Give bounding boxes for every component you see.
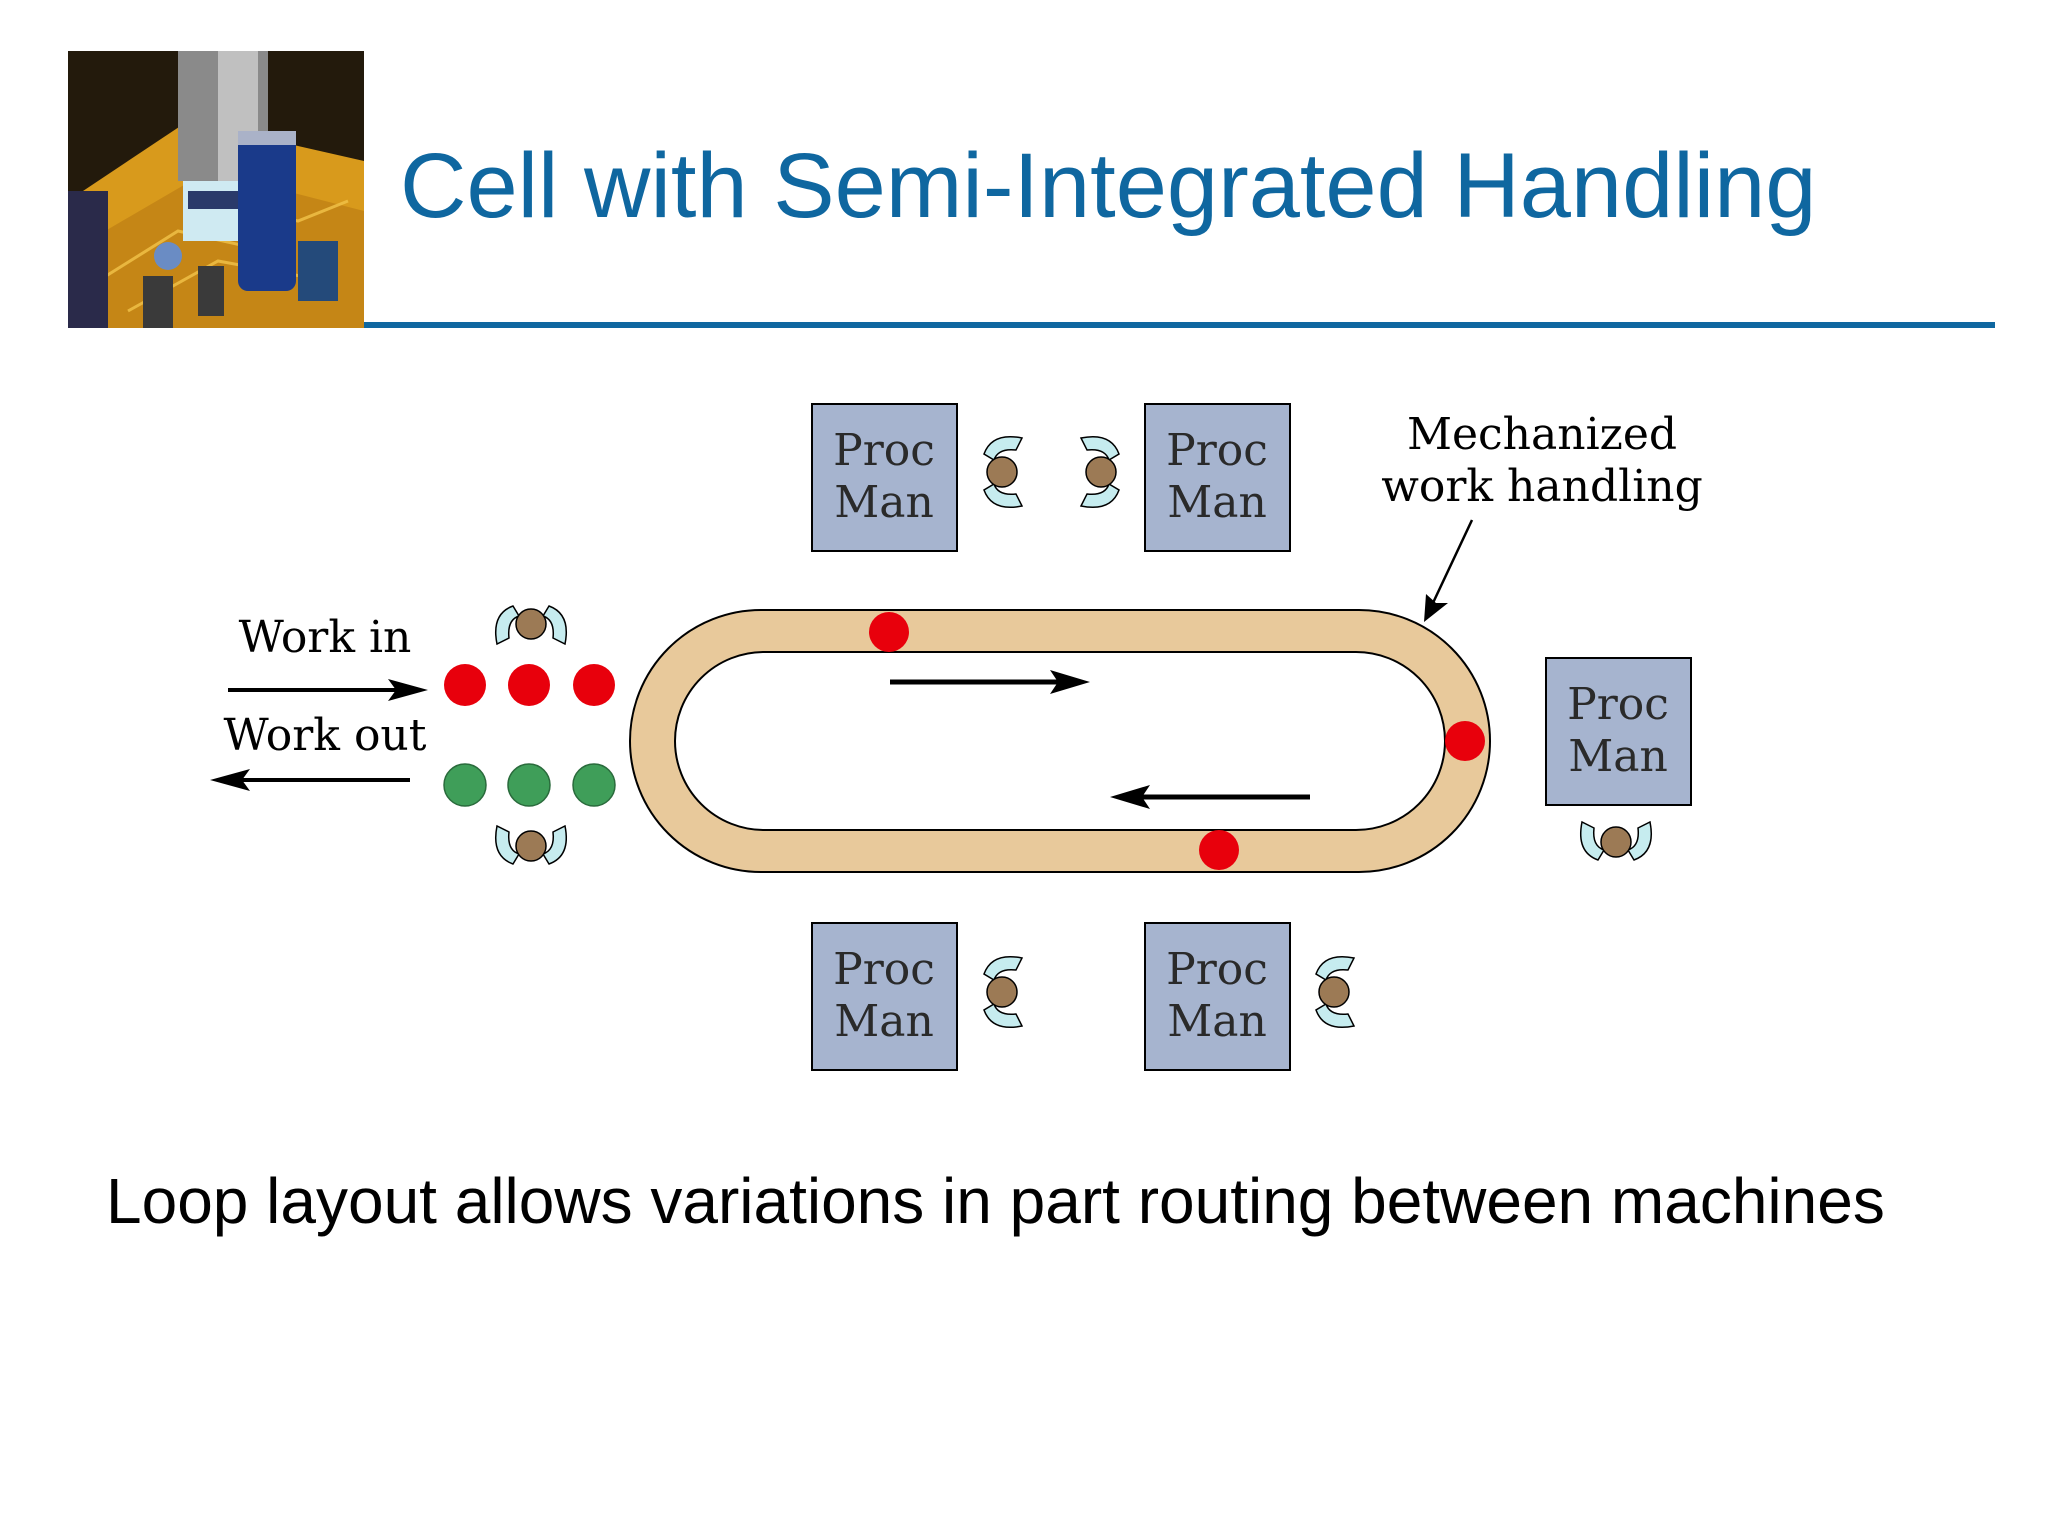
arrow-icon	[210, 769, 410, 791]
circuit-board-image	[68, 51, 364, 328]
machine-top-left: Proc Man	[811, 403, 958, 552]
slide-caption: Loop layout allows variations in part ro…	[106, 1165, 1885, 1237]
machine-label: Proc	[833, 944, 935, 995]
conveyor-loop	[629, 609, 1491, 873]
red-part-dot	[444, 664, 486, 706]
machine-label: Proc	[833, 425, 935, 476]
red-part-dot	[1199, 830, 1239, 870]
machine-top-right: Proc Man	[1144, 403, 1291, 552]
green-part-dot	[443, 763, 487, 807]
red-part-dot	[508, 664, 550, 706]
callout-arrow-icon	[1424, 519, 1474, 622]
machine-right: Proc Man	[1545, 657, 1692, 806]
arrow-icon	[890, 670, 1090, 694]
machine-label: Man	[834, 996, 934, 1047]
worker-icon	[494, 825, 568, 865]
green-part-dot	[572, 763, 616, 807]
red-part-dot	[1445, 721, 1485, 761]
worker-icon	[983, 435, 1023, 509]
mechanized-callout-line2: work handling	[1381, 461, 1703, 512]
mechanized-callout-line1: Mechanized	[1407, 409, 1677, 460]
worker-icon	[983, 955, 1023, 1029]
machine-bottom-left: Proc Man	[811, 922, 958, 1071]
title-rule	[364, 322, 1995, 328]
worker-icon	[494, 605, 568, 645]
machine-label: Man	[1167, 477, 1267, 528]
arrow-icon	[228, 679, 428, 701]
red-part-dot	[869, 612, 909, 652]
machine-label: Proc	[1166, 425, 1268, 476]
work-out-label: Work out	[224, 710, 427, 761]
machine-bottom-right: Proc Man	[1144, 922, 1291, 1071]
worker-icon	[1315, 955, 1355, 1029]
red-part-dot	[573, 664, 615, 706]
slide-title: Cell with Semi-Integrated Handling	[400, 135, 1817, 237]
machine-label: Man	[1568, 731, 1668, 782]
worker-icon	[1080, 435, 1120, 509]
header-photo	[68, 51, 364, 328]
green-part-dot	[507, 763, 551, 807]
machine-label: Man	[834, 477, 934, 528]
machine-label: Proc	[1567, 679, 1669, 730]
machine-label: Proc	[1166, 944, 1268, 995]
worker-icon	[1579, 821, 1653, 861]
work-in-label: Work in	[239, 612, 412, 663]
machine-label: Man	[1167, 996, 1267, 1047]
arrow-icon	[1110, 785, 1310, 809]
